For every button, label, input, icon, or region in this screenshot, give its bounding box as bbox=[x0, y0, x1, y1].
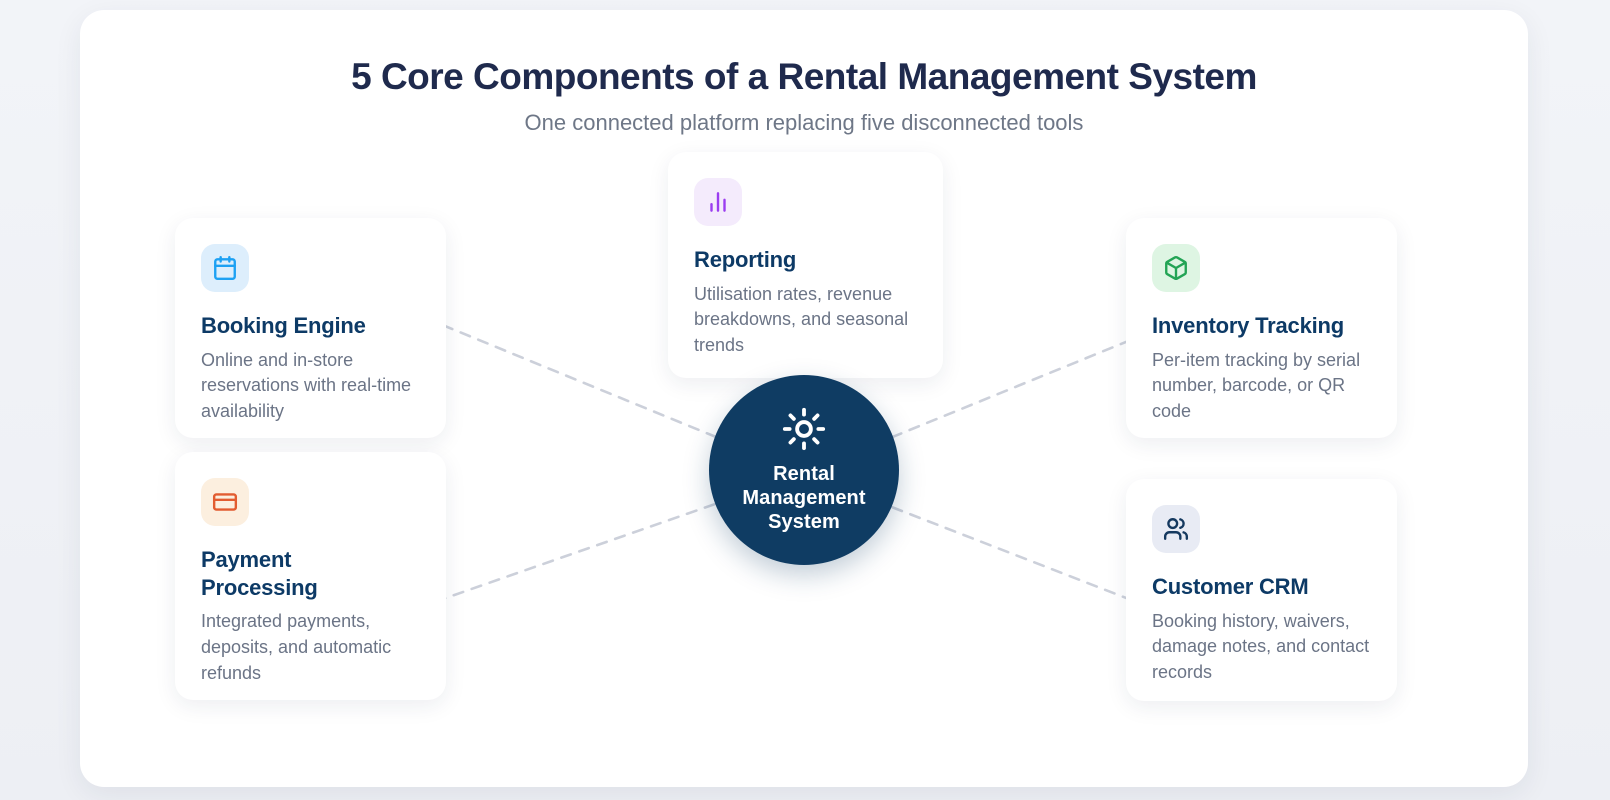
booking-icon-box bbox=[201, 244, 249, 292]
calendar-icon bbox=[214, 255, 236, 281]
card-title: Reporting bbox=[694, 247, 797, 272]
card-inventory-tracking: Inventory Tracking Per-item tracking by … bbox=[1126, 218, 1397, 438]
card-reporting: Reporting Utilisation rates, revenue bre… bbox=[668, 152, 943, 378]
hub-label: Rental Management System bbox=[742, 463, 866, 533]
card-description: Integrated payments, deposits, and autom… bbox=[201, 611, 392, 683]
card-title: Inventory Tracking bbox=[1152, 313, 1345, 338]
card-description: Booking history, waivers, damage notes, … bbox=[1152, 610, 1370, 683]
box-icon bbox=[1165, 255, 1187, 281]
card-title: Payment Processing bbox=[201, 547, 318, 600]
crm-icon-box bbox=[1152, 505, 1200, 553]
sun-icon bbox=[782, 407, 826, 451]
card-customer-crm: Customer CRM Booking history, waivers, d… bbox=[1126, 479, 1397, 701]
card-booking-engine: Booking Engine Online and in-store reser… bbox=[175, 218, 446, 438]
credit-card-icon bbox=[212, 493, 238, 511]
card-description: Utilisation rates, revenue breakdowns, a… bbox=[694, 283, 909, 356]
page-subtitle: One connected platform replacing five di… bbox=[524, 110, 1084, 135]
card-payment-processing: Payment Processing Integrated payments, … bbox=[175, 452, 446, 700]
card-description: Online and in-store reservations with re… bbox=[201, 349, 412, 422]
card-title: Customer CRM bbox=[1152, 574, 1309, 599]
page-title: 5 Core Components of a Rental Management… bbox=[351, 56, 1257, 97]
payment-icon-box bbox=[201, 478, 249, 526]
card-title: Booking Engine bbox=[201, 313, 366, 338]
users-icon bbox=[1163, 518, 1189, 540]
inventory-icon-box bbox=[1152, 244, 1200, 292]
card-description: Per-item tracking by serial number, barc… bbox=[1152, 349, 1361, 422]
hub-circle: Rental Management System bbox=[709, 375, 899, 565]
reporting-icon-box bbox=[694, 178, 742, 226]
bar-chart-icon bbox=[710, 192, 726, 212]
